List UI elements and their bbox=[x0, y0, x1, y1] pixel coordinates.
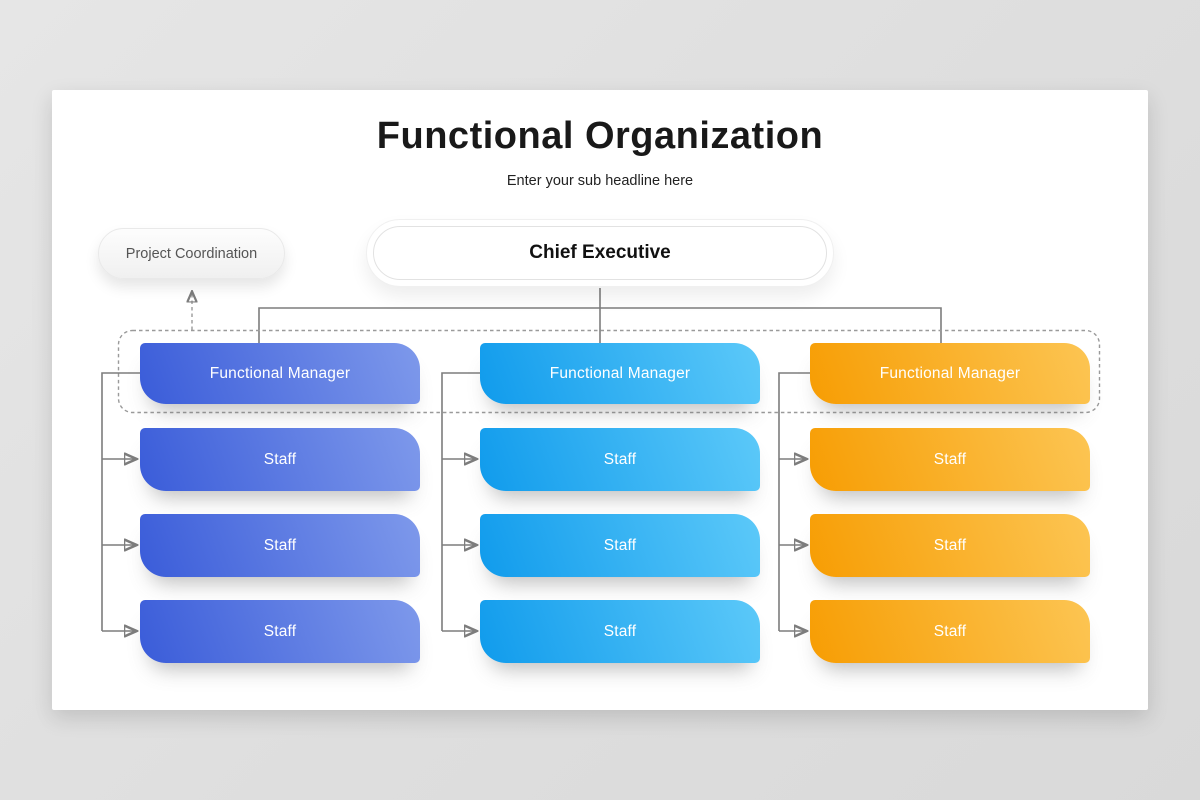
node-label: Functional Manager bbox=[209, 364, 351, 382]
node-staff-1-2: Staff bbox=[140, 514, 420, 577]
node-label: Staff bbox=[263, 450, 297, 468]
node-chief-executive-label: Chief Executive bbox=[529, 242, 671, 263]
node-label: Staff bbox=[933, 450, 967, 468]
node-chief-executive-inner: Chief Executive bbox=[373, 226, 827, 280]
node-project-coordination: Project Coordination bbox=[98, 228, 285, 279]
node-project-coordination-label: Project Coordination bbox=[125, 245, 258, 262]
node-functional-manager-3: Functional Manager bbox=[810, 343, 1090, 404]
node-label: Staff bbox=[603, 536, 637, 554]
node-label: Staff bbox=[933, 622, 967, 640]
node-staff-1-3: Staff bbox=[140, 600, 420, 663]
node-staff-2-3: Staff bbox=[480, 600, 760, 663]
node-label: Staff bbox=[933, 536, 967, 554]
node-functional-manager-1: Functional Manager bbox=[140, 343, 420, 404]
node-staff-1-1: Staff bbox=[140, 428, 420, 491]
page-title: Functional Organization bbox=[376, 115, 824, 157]
node-staff-2-1: Staff bbox=[480, 428, 760, 491]
node-label: Functional Manager bbox=[549, 364, 691, 382]
node-label: Staff bbox=[603, 622, 637, 640]
node-staff-3-3: Staff bbox=[810, 600, 1090, 663]
page-subtitle: Enter your sub headline here bbox=[506, 173, 694, 189]
node-staff-3-1: Staff bbox=[810, 428, 1090, 491]
node-staff-2-2: Staff bbox=[480, 514, 760, 577]
node-label: Staff bbox=[263, 622, 297, 640]
node-chief-executive: Chief Executive bbox=[366, 219, 834, 287]
node-staff-3-2: Staff bbox=[810, 514, 1090, 577]
node-label: Staff bbox=[603, 450, 637, 468]
node-functional-manager-2: Functional Manager bbox=[480, 343, 760, 404]
node-label: Functional Manager bbox=[879, 364, 1021, 382]
node-label: Staff bbox=[263, 536, 297, 554]
